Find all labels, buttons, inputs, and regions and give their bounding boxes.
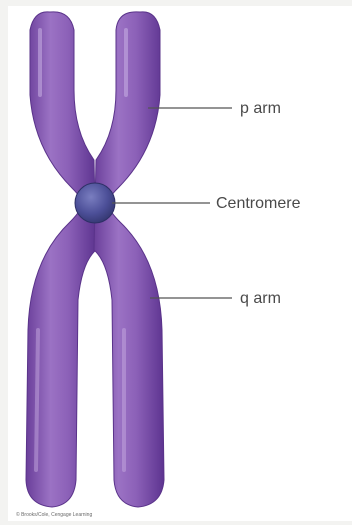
p-arm-label: p arm: [240, 100, 281, 117]
q-arm-label: q arm: [240, 290, 281, 307]
right-chromatid: [94, 12, 164, 507]
left-lower-highlight: [36, 330, 38, 470]
centromere: [75, 183, 115, 223]
centromere-label: Centromere: [216, 195, 301, 212]
credit-text: © Brooks/Cole, Cengage Learning: [16, 511, 92, 518]
